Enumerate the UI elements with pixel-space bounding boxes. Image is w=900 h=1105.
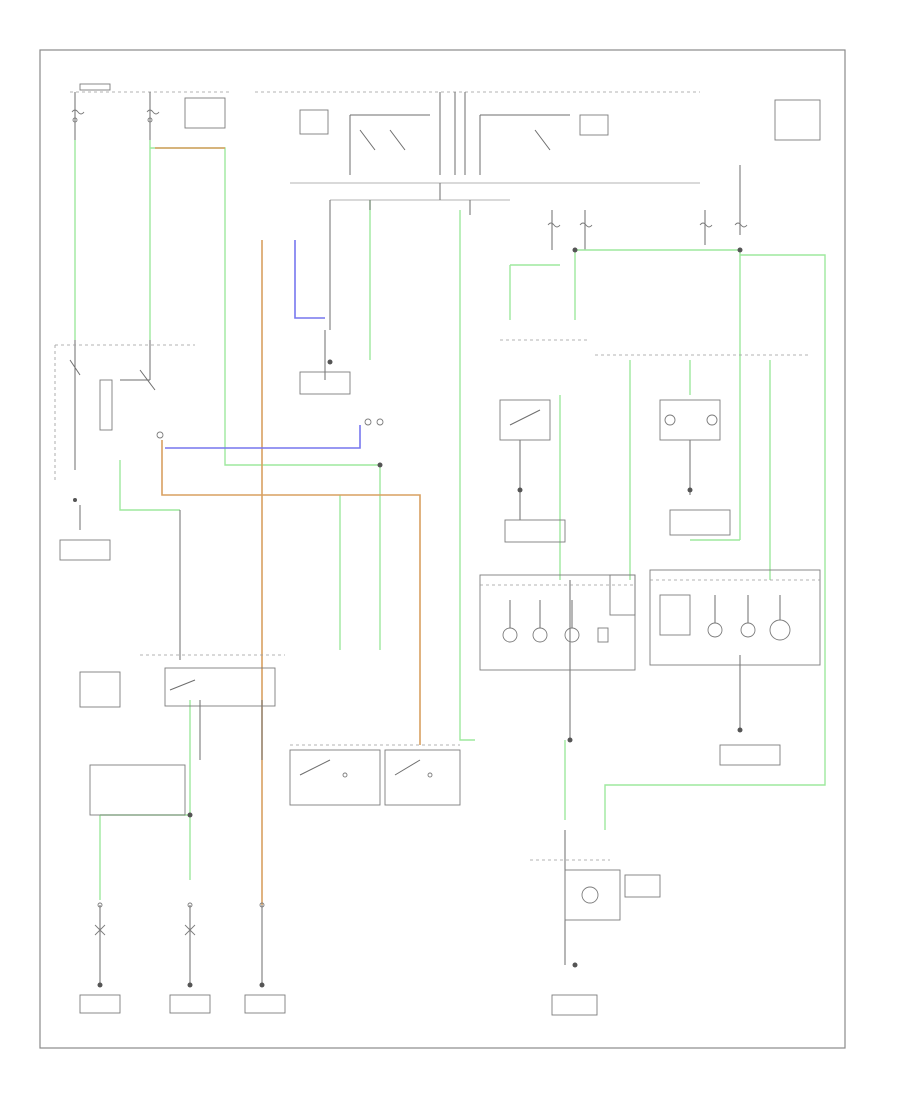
- gray-wire-group: [74, 183, 741, 965]
- headlight-switch: [255, 91, 700, 201]
- diagram-frame: [39, 49, 846, 1049]
- fuse-box-left: [70, 83, 230, 140]
- front-left-lamps: [79, 902, 286, 1014]
- fuse-box-right: [547, 99, 821, 250]
- turn-signal-switch: [54, 344, 195, 561]
- high-mount-stop-lamp: [530, 859, 661, 1016]
- green-wire-group: [74, 140, 826, 900]
- brake-switches: [289, 744, 461, 806]
- right-rear-lamp-assembly: [595, 354, 821, 766]
- left-rear-lamp-assembly: [479, 339, 636, 671]
- ground-g200: [299, 359, 384, 426]
- blue-wire-group: [165, 240, 361, 449]
- splice-points: [187, 247, 743, 818]
- orange-wire-group: [155, 147, 421, 905]
- hazard-flasher-module: [79, 654, 285, 816]
